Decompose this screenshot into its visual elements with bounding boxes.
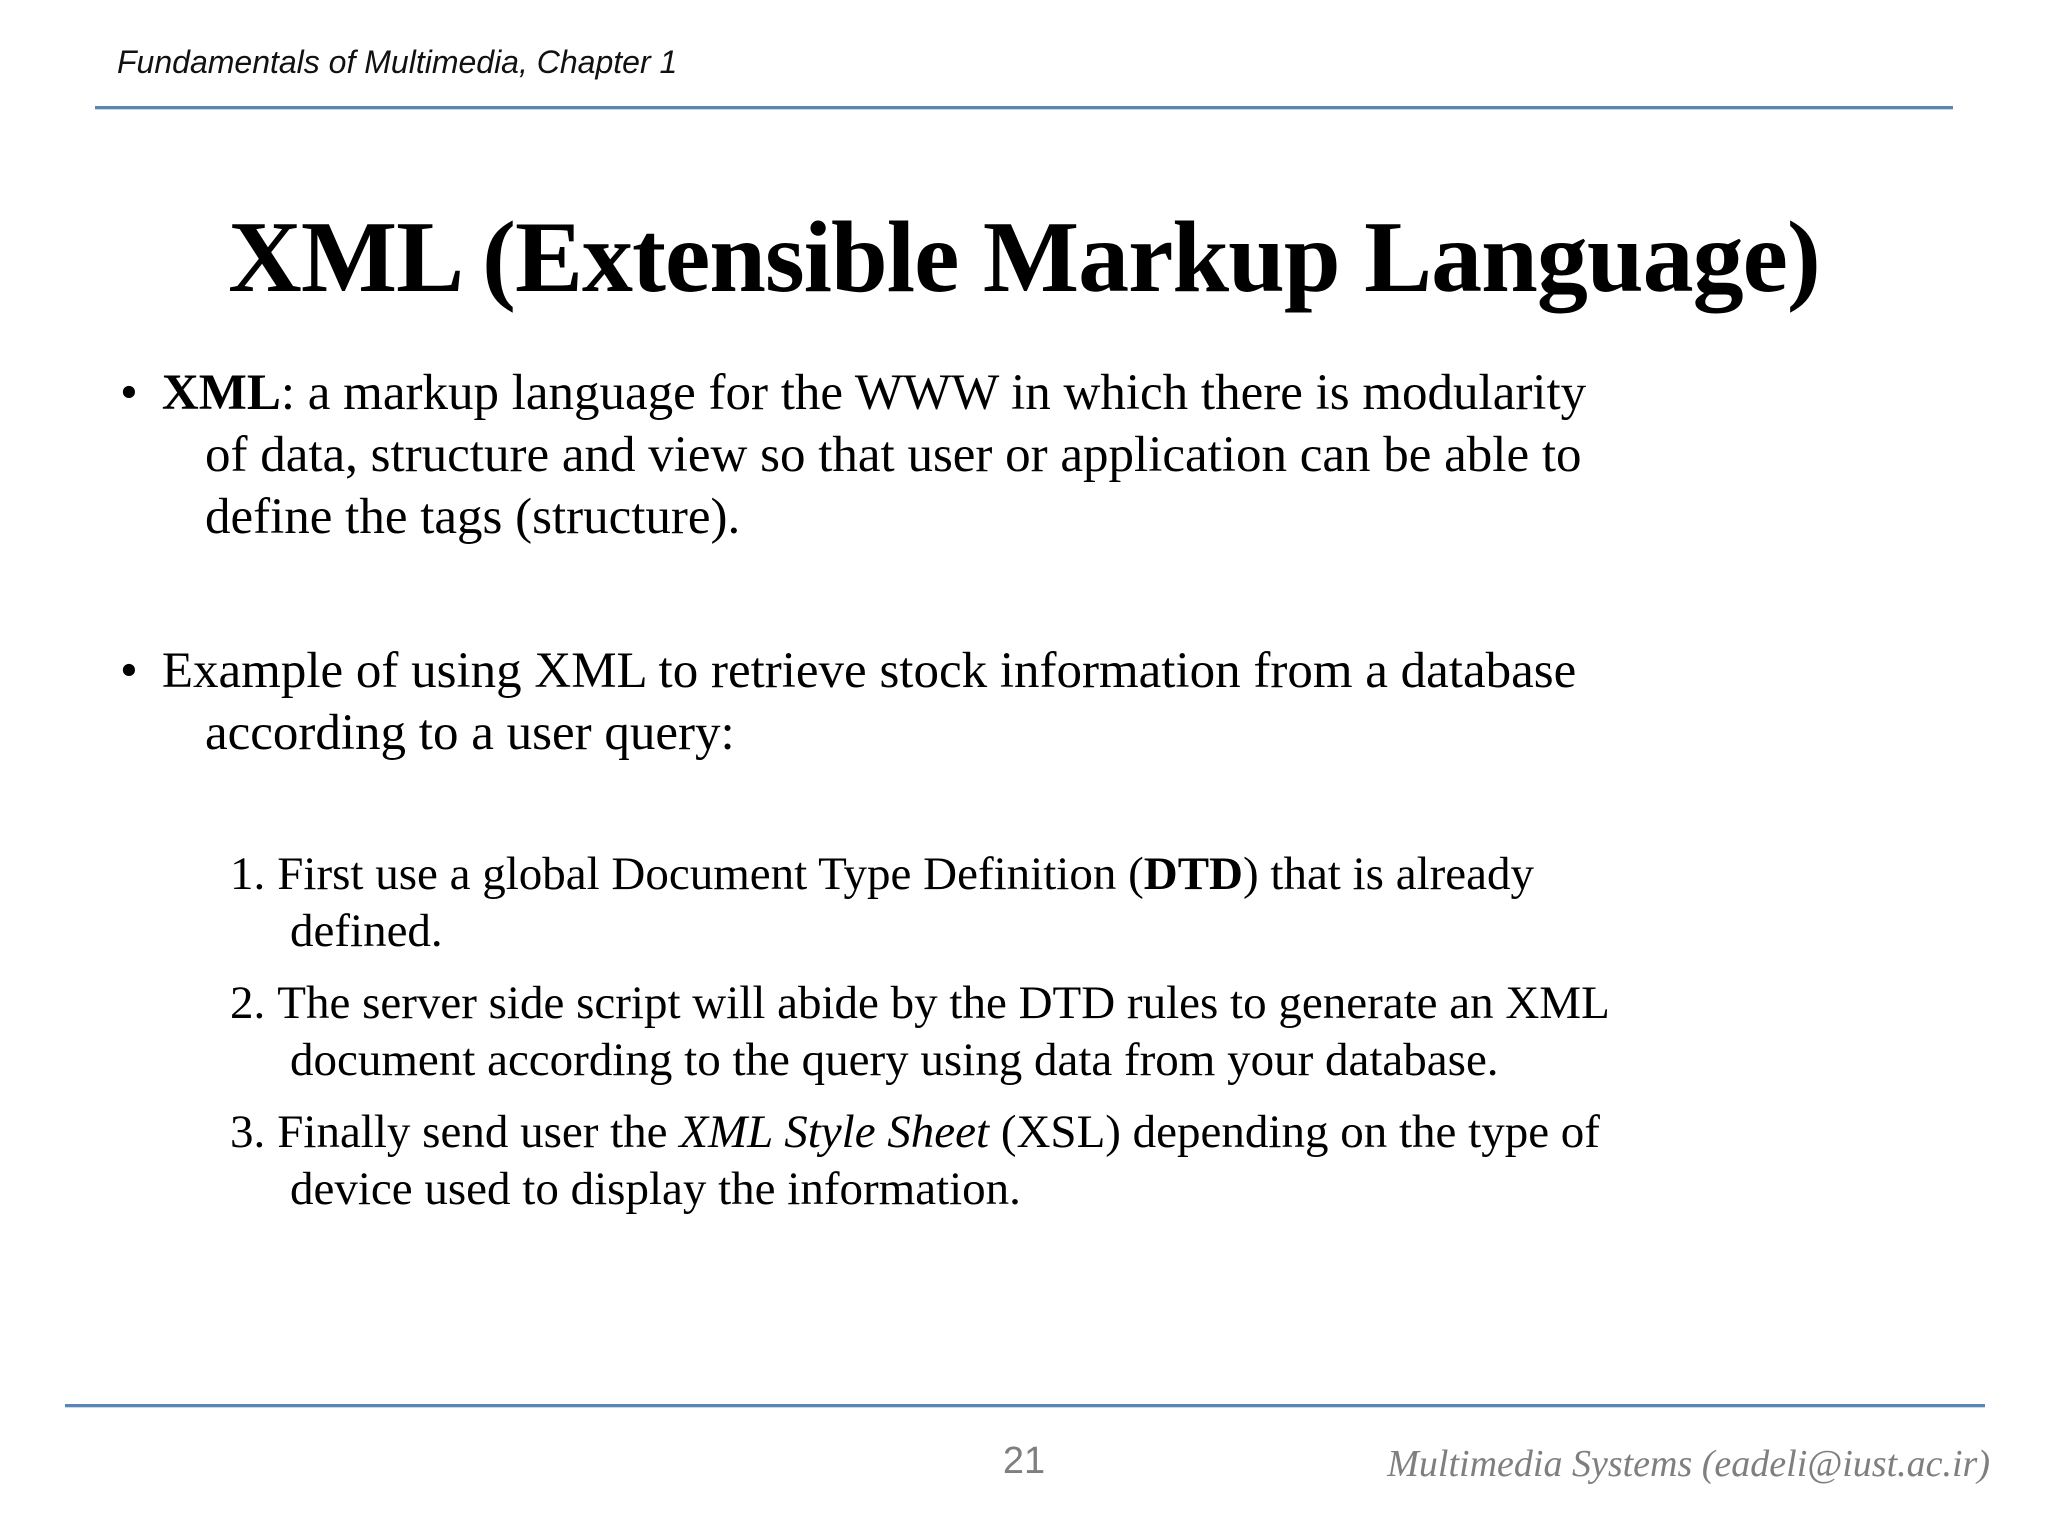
page-number: 21 bbox=[1002, 1440, 1046, 1482]
item-text: Finally send user the XML Style Sheet (X… bbox=[277, 1106, 1600, 1215]
footer-divider-line bbox=[65, 1404, 1985, 1408]
bullet-item-xml-definition: • XML: a markup language for the WWW in w… bbox=[120, 362, 2025, 548]
bullet-text: Example of using XML to retrieve stock i… bbox=[161, 643, 1577, 761]
numbered-item-dtd: 1.First use a global Document Type Defin… bbox=[230, 846, 2000, 960]
item-text: First use a global Document Type Definit… bbox=[277, 848, 1535, 957]
page-title: XML (Extensible Markup Language) bbox=[228, 201, 1821, 315]
numbered-item-xsl: 3.Finally send user the XML Style Sheet … bbox=[230, 1104, 2000, 1218]
header-divider-line bbox=[95, 106, 1953, 110]
item-text: The server side script will abide by the… bbox=[277, 977, 1610, 1086]
numbered-item-server-script: 2.The server side script will abide by t… bbox=[230, 975, 2000, 1089]
item-number: 1. bbox=[230, 848, 266, 900]
footer-credit: Multimedia Systems (eadeli@iust.ac.ir) bbox=[1387, 1443, 1990, 1485]
bullet-item-xml-example: • Example of using XML to retrieve stock … bbox=[120, 640, 2025, 764]
bullet-text: XML: a markup language for the WWW in wh… bbox=[161, 365, 1587, 545]
bullet-marker-icon: • bbox=[120, 365, 138, 421]
bullet-marker-icon: • bbox=[120, 643, 138, 699]
item-number: 3. bbox=[230, 1106, 266, 1158]
header-course-title: Fundamentals of Multimedia, Chapter 1 bbox=[117, 44, 678, 80]
numbered-list: 1.First use a global Document Type Defin… bbox=[230, 846, 2000, 1233]
item-number: 2. bbox=[230, 977, 266, 1029]
